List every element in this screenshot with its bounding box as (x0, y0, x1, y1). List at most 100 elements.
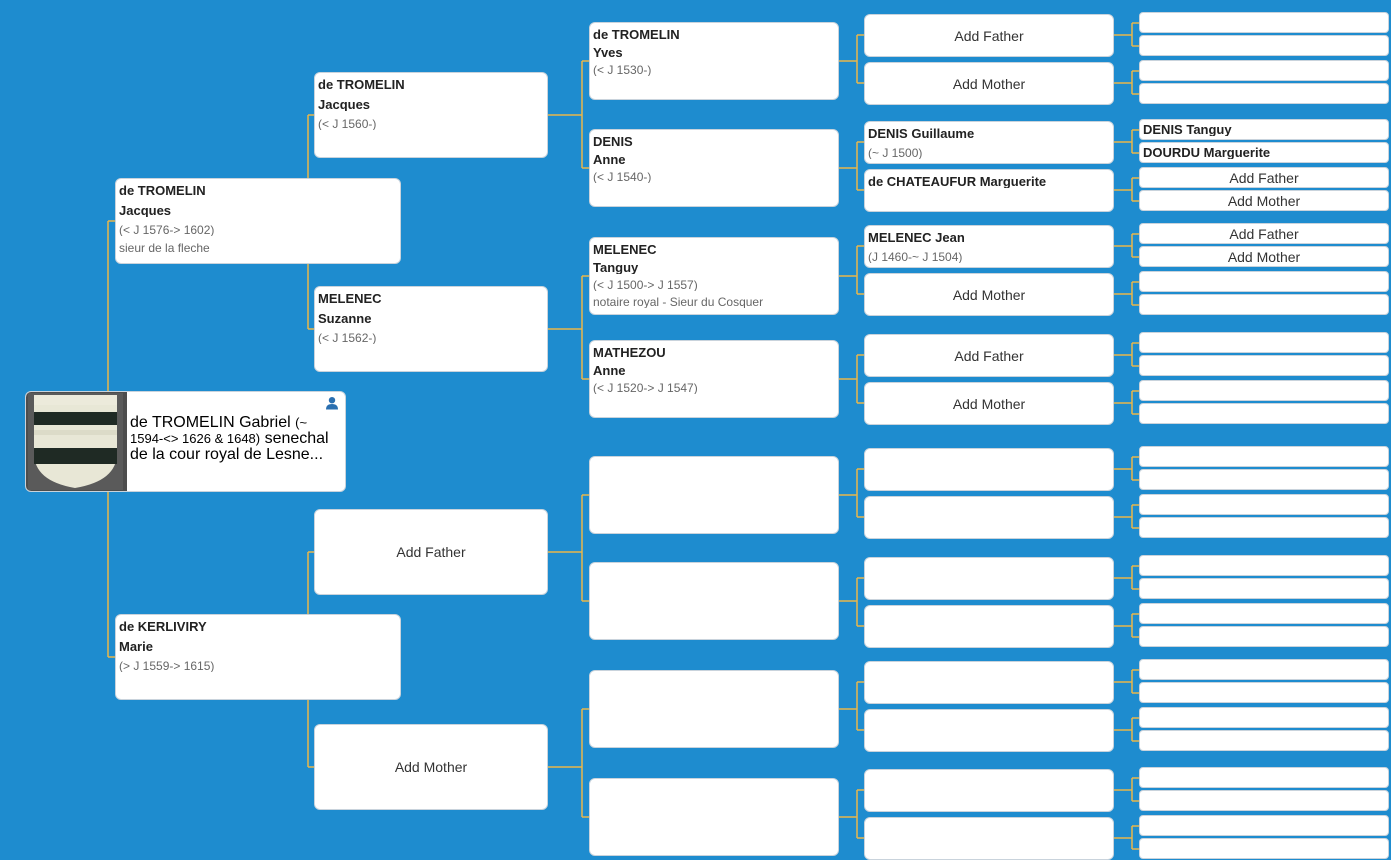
ancestor-card[interactable]: DENIS Tanguy (1139, 119, 1389, 140)
empty-ancestor-slot[interactable] (1139, 494, 1389, 515)
given-name: Anne (593, 153, 626, 166)
father-card[interactable]: de TROMELIN Jacques (< J 1576-> 1602) si… (115, 178, 401, 264)
empty-ancestor-slot[interactable] (864, 661, 1114, 704)
surname: MELENEC (593, 243, 657, 256)
empty-ancestor-slot[interactable] (1139, 12, 1389, 33)
dates: (< J 1560-) (318, 118, 377, 130)
great-grandparent-card[interactable]: de TROMELIN Yves (< J 1530-) (589, 22, 839, 100)
great-grandparent-card[interactable]: DENIS Anne (< J 1540-) (589, 129, 839, 207)
add-mother-button[interactable]: Add Mother (864, 382, 1114, 425)
empty-ancestor-slot[interactable] (1139, 332, 1389, 353)
given-name: Tanguy (593, 261, 639, 274)
surname: de TROMELIN (318, 78, 405, 91)
empty-ancestor-slot[interactable] (1139, 294, 1389, 315)
surname: DENIS (593, 135, 633, 148)
empty-ancestor-slot[interactable] (589, 562, 839, 640)
paternal-grandfather-card[interactable]: de TROMELIN Jacques (< J 1560-) (314, 72, 548, 158)
dates: (< J 1540-) (593, 171, 652, 183)
empty-ancestor-slot[interactable] (1139, 838, 1389, 859)
empty-ancestor-slot[interactable] (864, 448, 1114, 491)
empty-ancestor-slot[interactable] (589, 778, 839, 856)
person-icon[interactable] (325, 396, 339, 410)
empty-ancestor-slot[interactable] (864, 557, 1114, 600)
empty-ancestor-slot[interactable] (1139, 767, 1389, 788)
great-grandparent-card[interactable]: MATHEZOU Anne (< J 1520-> J 1547) (589, 340, 839, 418)
empty-ancestor-slot[interactable] (1139, 682, 1389, 703)
add-mother-label: Add Mother (952, 286, 1026, 303)
empty-ancestor-slot[interactable] (1139, 730, 1389, 751)
ancestor-card[interactable]: de CHATEAUFUR Marguerite (864, 169, 1114, 212)
given-name: Suzanne (318, 312, 372, 325)
given-name: Yves (593, 46, 623, 59)
empty-ancestor-slot[interactable] (1139, 83, 1389, 104)
empty-ancestor-slot[interactable] (1139, 469, 1389, 490)
surname: de TROMELIN (593, 28, 680, 41)
root-person-photo[interactable] (26, 392, 127, 491)
empty-ancestor-slot[interactable] (1139, 517, 1389, 538)
empty-ancestor-slot[interactable] (1139, 403, 1389, 424)
empty-ancestor-slot[interactable] (1139, 271, 1389, 292)
add-mother-label: Add Mother (1227, 248, 1301, 265)
given-name: Jacques (318, 98, 371, 111)
empty-ancestor-slot[interactable] (589, 456, 839, 534)
given-name: Anne (593, 364, 626, 377)
surname: de TROMELIN (119, 184, 206, 197)
empty-ancestor-slot[interactable] (1139, 380, 1389, 401)
dates: (J 1460-~ J 1504) (868, 251, 963, 263)
paternal-grandmother-card[interactable]: MELENEC Suzanne (< J 1562-) (314, 286, 548, 372)
add-father-label: Add Father (954, 27, 1024, 44)
root-surname: de TROMELIN (130, 414, 235, 431)
empty-ancestor-slot[interactable] (1139, 60, 1389, 81)
empty-ancestor-slot[interactable] (864, 605, 1114, 648)
empty-ancestor-slot[interactable] (1139, 35, 1389, 56)
add-mother-button[interactable]: Add Mother (864, 273, 1114, 316)
add-father-button[interactable]: Add Father (864, 334, 1114, 377)
coat-of-arms-image (28, 393, 123, 490)
empty-ancestor-slot[interactable] (1139, 707, 1389, 728)
occupation: sieur de la fleche (119, 242, 210, 254)
root-person-card[interactable]: de TROMELIN Gabriel (~ 1594-<> 1626 & 16… (25, 391, 346, 492)
empty-ancestor-slot[interactable] (1139, 626, 1389, 647)
surname: MELENEC (318, 292, 382, 305)
dates: (> J 1559-> 1615) (119, 660, 215, 672)
great-grandparent-card[interactable]: MELENEC Tanguy (< J 1500-> J 1557) notai… (589, 237, 839, 315)
dates: (< J 1562-) (318, 332, 377, 344)
ancestor-card[interactable]: MELENEC Jean (J 1460-~ J 1504) (864, 225, 1114, 268)
root-dates: (~ 1594-<> 1626 & 1648) (130, 415, 308, 446)
add-father-button[interactable]: Add Father (314, 509, 548, 595)
dates: (< J 1576-> 1602) (119, 224, 215, 236)
add-mother-label: Add Mother (952, 395, 1026, 412)
empty-ancestor-slot[interactable] (864, 817, 1114, 860)
ancestor-card[interactable]: DENIS Guillaume (~ J 1500) (864, 121, 1114, 164)
empty-ancestor-slot[interactable] (1139, 815, 1389, 836)
mother-card[interactable]: de KERLIVIRY Marie (> J 1559-> 1615) (115, 614, 401, 700)
empty-ancestor-slot[interactable] (1139, 790, 1389, 811)
empty-ancestor-slot[interactable] (864, 769, 1114, 812)
surname: de KERLIVIRY (119, 620, 207, 633)
given-name: Jacques (119, 204, 172, 217)
add-mother-button[interactable]: Add Mother (864, 62, 1114, 105)
empty-ancestor-slot[interactable] (1139, 355, 1389, 376)
ancestor-card[interactable]: DOURDU Marguerite (1139, 142, 1389, 163)
add-father-label: Add Father (1229, 225, 1299, 242)
full-name: MELENEC Jean (868, 231, 965, 244)
add-mother-label: Add Mother (1227, 192, 1301, 209)
empty-ancestor-slot[interactable] (589, 670, 839, 748)
add-father-button[interactable]: Add Father (1139, 223, 1389, 244)
empty-ancestor-slot[interactable] (1139, 578, 1389, 599)
add-mother-button[interactable]: Add Mother (1139, 246, 1389, 267)
empty-ancestor-slot[interactable] (864, 709, 1114, 752)
add-mother-button[interactable]: Add Mother (314, 724, 548, 810)
empty-ancestor-slot[interactable] (1139, 446, 1389, 467)
empty-ancestor-slot[interactable] (1139, 555, 1389, 576)
add-father-button[interactable]: Add Father (1139, 167, 1389, 188)
add-mother-button[interactable]: Add Mother (1139, 190, 1389, 211)
add-father-label: Add Father (1229, 169, 1299, 186)
add-father-button[interactable]: Add Father (864, 14, 1114, 57)
full-name: DOURDU Marguerite (1143, 146, 1271, 159)
empty-ancestor-slot[interactable] (864, 496, 1114, 539)
empty-ancestor-slot[interactable] (1139, 603, 1389, 624)
empty-ancestor-slot[interactable] (1139, 659, 1389, 680)
dates: (< J 1530-) (593, 64, 652, 76)
